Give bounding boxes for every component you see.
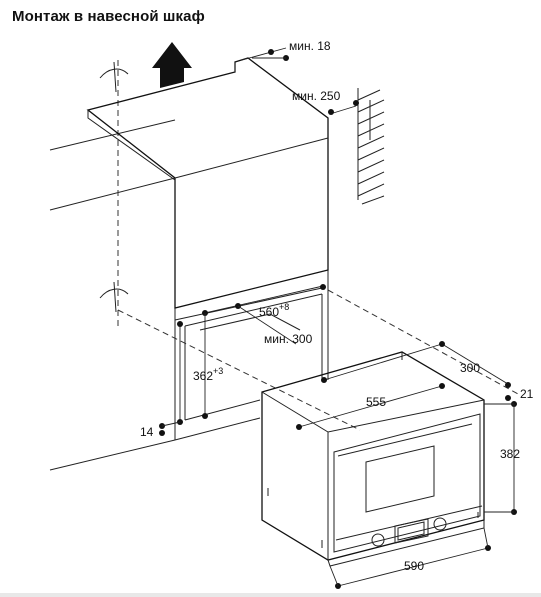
label-front-offset: 21 xyxy=(520,387,534,401)
device xyxy=(261,351,485,567)
page-title: Монтаж в навесной шкаф xyxy=(12,8,205,25)
label-min-18: мин. 18 xyxy=(289,39,331,53)
dimension-lines xyxy=(159,47,517,589)
label-min-250: мин. 250 xyxy=(292,89,341,103)
up-arrow-icon xyxy=(152,42,192,88)
break-symbol-bottom xyxy=(99,281,129,313)
wall-cabinet xyxy=(86,57,521,441)
label-device-depth: 300 xyxy=(460,361,480,375)
label-min-300: мин. 300 xyxy=(264,332,313,346)
label-device-width: 590 xyxy=(404,559,424,573)
bottom-divider xyxy=(0,593,541,597)
knob-right-icon xyxy=(433,517,447,531)
knob-left-icon xyxy=(371,533,385,547)
label-device-height: 382 xyxy=(500,447,520,461)
label-body-width: 555 xyxy=(366,395,386,409)
hatched-wall xyxy=(357,88,385,205)
label-niche-height: 362+3 xyxy=(193,366,223,383)
label-depth-14: 14 xyxy=(140,425,154,439)
label-niche-width: 560+8 xyxy=(259,302,289,319)
break-symbol-top xyxy=(99,61,129,93)
